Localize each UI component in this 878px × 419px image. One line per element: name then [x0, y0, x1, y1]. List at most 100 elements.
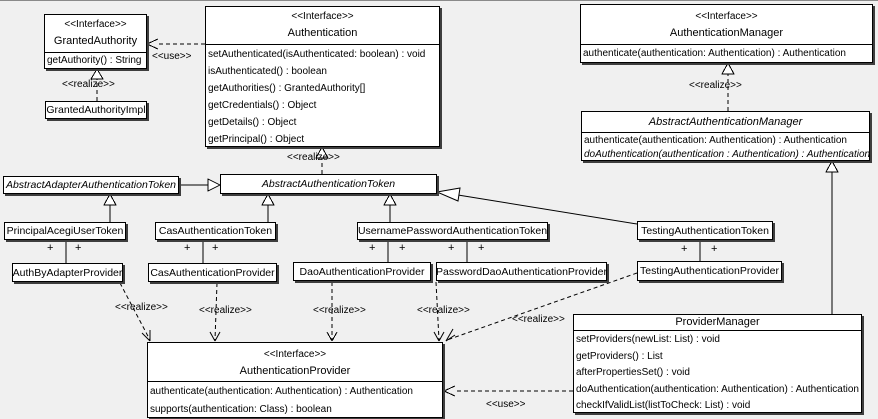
- class-dao-authentication-provider[interactable]: DaoAuthenticationProvider: [293, 262, 431, 281]
- realize-label: <<realize>>: [199, 305, 252, 316]
- realize-grantedauthorityimpl-grantedauthority: [90, 68, 104, 101]
- generalization-usernamepasswordtoken-abstracttoken: [383, 192, 397, 222]
- association-plus: +: [478, 242, 485, 254]
- method-row: authenticate(authentication: Authenticat…: [584, 135, 847, 146]
- class-header: ProviderManager: [574, 315, 861, 331]
- method-row: getDetails() : Object: [208, 117, 297, 128]
- method-row: getPrincipal() : Object: [208, 134, 305, 145]
- class-name: AuthByAdapterProvider: [12, 266, 123, 279]
- realize-authbyadapterprovider-authenticationprovider: [119, 282, 151, 342]
- method-row: setAuthenticated(isAuthenticated: boolea…: [208, 49, 426, 60]
- method-row: doAuthentication(authentication : Authen…: [584, 149, 871, 160]
- use-providermanager-authenticationprovider: [443, 385, 573, 397]
- generalization-providermanager-abstractmanager: [825, 159, 839, 314]
- class-name: GrantedAuthorityImpl: [46, 104, 146, 116]
- class-name: UsernamePasswordAuthenticationToken: [357, 225, 548, 237]
- method-row: getCredentials() : Object: [208, 100, 317, 111]
- association-plus: +: [448, 242, 455, 254]
- use-label: <<use>>: [486, 399, 526, 410]
- class-name: AuthenticationManager: [669, 27, 784, 39]
- stereotype-label: <<Interface>>: [291, 11, 354, 22]
- method-row: getAuthority() : String: [47, 55, 142, 66]
- method-row: setProviders(newList: List) : void: [576, 334, 720, 345]
- class-password-dao-authentication-provider[interactable]: PasswordDaoAuthenticationProvider: [436, 262, 607, 281]
- realize-label: <<realize>>: [62, 79, 115, 90]
- class-name: AbstractAuthenticationManager: [648, 116, 803, 128]
- stereotype-label: <<Interface>>: [695, 11, 758, 22]
- method-compartment: setProviders(newList: List) : void getPr…: [574, 331, 861, 415]
- method-compartment: setAuthenticated(isAuthenticated: boolea…: [206, 45, 439, 148]
- realize-label: <<realize>>: [313, 305, 366, 316]
- class-name: TestingAuthenticationToken: [641, 224, 769, 237]
- association-plus: +: [75, 242, 82, 254]
- method-row: getProviders() : List: [576, 350, 663, 362]
- class-cas-authentication-token[interactable]: CasAuthenticationToken: [155, 222, 276, 240]
- association-plus: +: [711, 243, 718, 255]
- realize-testingprovider-authenticationprovider: [445, 272, 638, 342]
- method-row: checkIfValidList(listToCheck: List) : vo…: [576, 400, 751, 412]
- method-row: authenticate(authentication: Authenticat…: [150, 386, 413, 397]
- class-principal-acegi-user-token[interactable]: PrincipalAcegiUserToken: [4, 222, 126, 240]
- class-name: AbstractAdapterAuthenticationToken: [5, 179, 177, 191]
- class-authentication-manager[interactable]: <<Interface>> AuthenticationManager auth…: [580, 4, 873, 63]
- method-row: afterPropertiesSet() : void: [576, 367, 690, 379]
- class-name: AuthenticationProvider: [239, 365, 351, 377]
- generalization-testingtoken-abstracttoken: [435, 187, 638, 225]
- class-username-password-authentication-token[interactable]: UsernamePasswordAuthenticationToken: [357, 222, 548, 240]
- class-name: ProviderManager: [675, 316, 760, 328]
- method-row: isAuthenticated() : boolean: [208, 66, 327, 77]
- realize-label: <<realize>>: [287, 152, 340, 163]
- method-row: authenticate(authentication: Authenticat…: [583, 48, 846, 59]
- generalization-castoken-abstracttoken: [261, 192, 275, 222]
- class-name: GrantedAuthority: [53, 35, 138, 47]
- class-abstract-adapter-authentication-token[interactable]: AbstractAdapterAuthenticationToken: [3, 176, 179, 194]
- association-plus: +: [47, 242, 54, 254]
- stereotype-label: <<Interface>>: [263, 349, 327, 360]
- class-cas-authentication-provider[interactable]: CasAuthenticationProvider: [148, 263, 277, 282]
- class-header: <<Interface>> AuthenticationProvider: [148, 343, 442, 382]
- method-compartment: authenticate(authentication: Authenticat…: [582, 133, 871, 162]
- class-name: Authentication: [287, 27, 358, 39]
- class-authentication[interactable]: <<Interface>> Authentication setAuthenti…: [205, 6, 440, 147]
- stereotype-label: <<Interface>>: [64, 19, 127, 30]
- realize-daoprovider-authenticationprovider: [326, 282, 338, 342]
- class-provider-manager[interactable]: ProviderManager setProviders(newList: Li…: [573, 314, 862, 413]
- use-label: <<use>>: [152, 51, 192, 62]
- realize-label: <<realize>>: [417, 305, 470, 316]
- generalization-principaltoken-adaptertoken: [103, 192, 117, 222]
- class-testing-authentication-provider[interactable]: TestingAuthenticationProvider: [637, 261, 782, 281]
- class-authentication-provider[interactable]: <<Interface>> AuthenticationProvider aut…: [147, 342, 443, 418]
- class-abstract-authentication-manager[interactable]: AbstractAuthenticationManager authentica…: [581, 111, 870, 161]
- realize-label: <<realize>>: [512, 314, 565, 325]
- class-name: PrincipalAcegiUserToken: [6, 225, 124, 237]
- class-granted-authority-impl[interactable]: GrantedAuthorityImpl: [45, 101, 147, 119]
- class-name: AbstractAuthenticationToken: [261, 178, 396, 190]
- method-compartment: authenticate(authentication: Authenticat…: [148, 382, 442, 419]
- association-plus: +: [681, 243, 688, 255]
- method-row: supports(authentication: Class) : boolea…: [150, 404, 332, 415]
- class-testing-authentication-token[interactable]: TestingAuthenticationToken: [637, 221, 773, 240]
- method-row: doAuthentication(authentication: Authent…: [576, 383, 859, 395]
- class-auth-by-adapter-provider[interactable]: AuthByAdapterProvider: [12, 263, 123, 282]
- method-compartment: getAuthority() : String: [45, 53, 146, 68]
- class-header: <<Interface>> AuthenticationManager: [581, 5, 872, 45]
- class-header: <<Interface>> Authentication: [206, 7, 439, 45]
- association-plus: +: [212, 242, 219, 254]
- association-plus: +: [399, 242, 406, 254]
- realize-abstractmanager-authenticationmanager: [721, 61, 735, 111]
- class-name: DaoAuthenticationProvider: [299, 265, 425, 278]
- realize-label: <<realize>>: [115, 302, 168, 313]
- association-plus: +: [184, 242, 191, 254]
- realize-abstracttoken-authentication: [315, 145, 329, 174]
- class-abstract-authentication-token[interactable]: AbstractAuthenticationToken: [220, 174, 437, 194]
- class-name: TestingAuthenticationProvider: [640, 265, 779, 277]
- method-compartment: authenticate(authentication: Authenticat…: [581, 45, 872, 63]
- realize-casprovider-authenticationprovider: [209, 282, 221, 342]
- class-name: CasAuthenticationProvider: [150, 266, 275, 279]
- class-header: <<Interface>> GrantedAuthority: [45, 15, 146, 53]
- realize-label: <<realize>>: [689, 80, 742, 91]
- class-name: PasswordDaoAuthenticationProvider: [436, 265, 608, 278]
- class-granted-authority[interactable]: <<Interface>> GrantedAuthority getAuthor…: [44, 14, 147, 69]
